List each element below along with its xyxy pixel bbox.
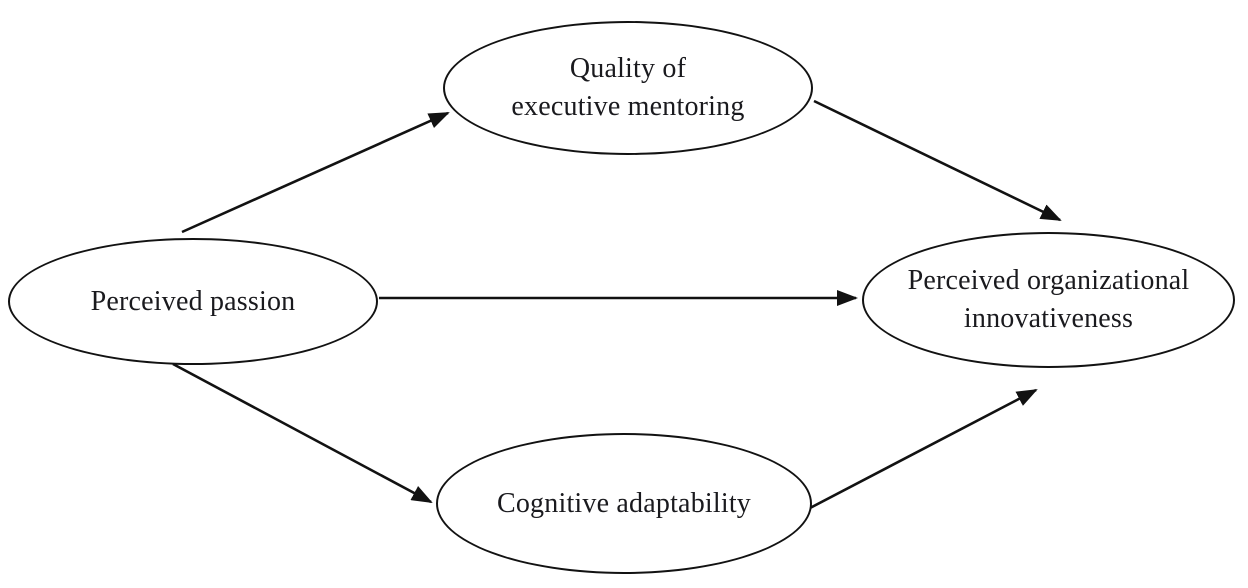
node-quality-of-executive-mentoring-label: Quality of executive mentoring <box>511 53 745 122</box>
edge-passion-to-mentoring <box>181 111 450 234</box>
node-cognitive-adaptability: Cognitive adaptability <box>436 433 812 574</box>
node-quality-of-executive-mentoring: Quality of executive mentoring <box>443 21 813 155</box>
node-perceived-passion-label: Perceived passion <box>90 285 296 317</box>
edge-mentoring-to-innovativeness <box>813 99 1062 222</box>
node-cognitive-adaptability-label: Cognitive adaptability <box>496 487 752 519</box>
node-perceived-passion: Perceived passion <box>8 238 378 365</box>
node-perceived-organizational-innovativeness: Perceived organizational innovativeness <box>862 232 1235 368</box>
edge-passion-to-adaptability <box>172 362 433 504</box>
node-perceived-organizational-innovativeness-label: Perceived organizational innovativeness <box>907 265 1190 334</box>
edge-adaptability-to-innovativeness <box>809 388 1038 510</box>
